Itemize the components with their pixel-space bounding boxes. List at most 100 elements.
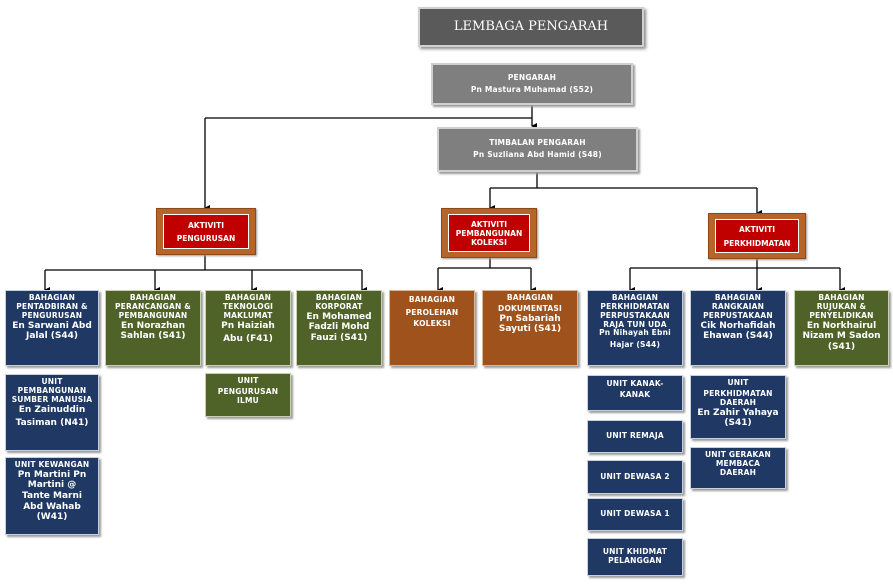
- person-name: Pn Haiziah: [221, 320, 275, 331]
- person-grade: (W41): [36, 512, 68, 523]
- person-grade: Jalal (S44): [25, 331, 79, 342]
- person-name: En Zainuddin: [18, 404, 86, 415]
- bahagian-name: RUJUKAN &: [816, 301, 867, 311]
- person-grade: Sahlan (S41): [120, 331, 186, 342]
- unit-perkhidmatan-daerah-box: UNIT PERKHIDMATAN DAERAH En Zahir Yahaya…: [690, 375, 786, 439]
- bahagian-rujukan-box: BAHAGIAN RUJUKAN & PENYELIDIKAN En Norkh…: [794, 290, 889, 366]
- aktiviti-pengurusan-box: AKTIVITI PENGURUSAN: [156, 208, 256, 255]
- bahagian-perkhidmatan-box: BAHAGIAN PERKHIDMATAN PERPUSTAKAAN RAJA …: [587, 290, 683, 366]
- aktiviti-name: PEMBANGUNAN: [455, 228, 523, 238]
- person-name-2: Nizam M Sadon: [802, 331, 881, 342]
- unit-name: PEMBANGUNAN: [17, 385, 87, 395]
- unit-name: UNIT DEWASA 1: [600, 509, 670, 519]
- unit-pengurusan-ilmu-box: UNIT PENGURUSAN ILMU: [205, 373, 291, 417]
- bahagian-rangkaian-box: BAHAGIAN RANGKAIAN PERPUSTAKAAN Cik Norh…: [690, 290, 786, 366]
- person-grade: Fauzi (S41): [310, 332, 368, 343]
- lembaga-pengarah-label: LEMBAGA PENGARAH: [453, 19, 609, 35]
- person-name: En Mohamed: [306, 311, 372, 322]
- person-name: Pn Martini Pn: [17, 469, 87, 480]
- pengarah-name: Pn Mastura Muhamad (S52): [470, 84, 594, 94]
- bahagian-name-2: PENGURUSAN: [21, 310, 83, 320]
- person-name: En Zahir Yahaya: [697, 407, 779, 418]
- aktiviti-name-2: KOLEKSI: [471, 237, 507, 247]
- bahagian-dokumentasi-box: BAHAGIAN DOKUMENTASI Pn Sabariah Sayuti …: [482, 290, 578, 366]
- bahagian-name-2: PEMBANGUNAN: [118, 310, 188, 320]
- person-name: Pn Nihayah Ebni: [599, 328, 671, 338]
- unit-name-2: MEMBACA: [715, 458, 761, 468]
- person-grade: Tasiman (N41): [15, 418, 89, 429]
- aktiviti-pembangunan-box: AKTIVITI PEMBANGUNAN KOLEKSI: [441, 208, 537, 258]
- unit-name-2: KANAK: [619, 389, 651, 399]
- unit-name: UNIT GERAKAN: [704, 450, 772, 459]
- person-name-3: Tante Marni: [22, 491, 82, 502]
- timbalan-title: TIMBALAN PENGARAH: [489, 138, 586, 148]
- aktiviti-perkhidmatan-inner: AKTIVITI PERKHIDMATAN: [715, 219, 799, 253]
- bahagian-label: BAHAGIAN: [506, 293, 554, 302]
- unit-remaja-box: UNIT REMAJA: [587, 420, 683, 453]
- aktiviti-perkhidmatan-box: AKTIVITI PERKHIDMATAN: [708, 213, 806, 259]
- unit-name: UNIT REMAJA: [606, 431, 664, 441]
- unit-name-2: DAERAH: [719, 397, 757, 407]
- lembaga-pengarah-box: LEMBAGA PENGARAH: [418, 7, 644, 47]
- bahagian-name-2: PERPUSTAKAAN: [600, 310, 670, 320]
- person-grade: (S41): [724, 418, 752, 429]
- unit-name: PENGURUSAN: [217, 386, 279, 396]
- bahagian-label: BAHAGIAN: [224, 293, 272, 302]
- person-grade: (S41): [827, 341, 856, 352]
- bahagian-name: DOKUMENTASI: [498, 303, 562, 313]
- aktiviti-label: AKTIVITI: [470, 219, 508, 229]
- bahagian-label: BAHAGIAN: [28, 293, 76, 302]
- bahagian-name-3: RAJA TUN UDA: [603, 319, 667, 329]
- bahagian-korporat-box: BAHAGIAN KORPORAT En Mohamed Fadzli Mohd…: [296, 290, 382, 366]
- bahagian-name: RANGKAIAN: [711, 301, 765, 311]
- person-grade: Ehawan (S44): [703, 331, 773, 342]
- person-name: Cik Norhafidah: [700, 320, 776, 331]
- unit-label: UNIT: [41, 377, 63, 386]
- unit-name: UNIT KHIDMAT: [602, 547, 668, 557]
- unit-khidmat-pelanggan-box: UNIT KHIDMAT PELANGGAN: [587, 538, 683, 576]
- unit-name-2: SUMBER MANUSIA: [11, 394, 93, 404]
- aktiviti-label: AKTIVITI: [187, 220, 225, 230]
- bahagian-pentadbiran-box: BAHAGIAN PENTADBIRAN & PENGURUSAN En Sar…: [5, 290, 99, 366]
- bahagian-label: BAHAGIAN: [818, 293, 865, 302]
- person-name: Pn Sabariah: [499, 313, 561, 324]
- bahagian-name: PERKHIDMATAN: [600, 301, 670, 311]
- bahagian-name: PENTADBIRAN &: [16, 301, 88, 311]
- unit-kewangan-box: UNIT KEWANGAN Pn Martini Pn Martini @ Ta…: [5, 457, 99, 535]
- bahagian-label: BAHAGIAN: [129, 293, 177, 302]
- unit-label: UNIT: [237, 376, 259, 385]
- pengarah-box: PENGARAH Pn Mastura Muhamad (S52): [431, 63, 633, 105]
- bahagian-label: BAHAGIAN: [611, 293, 659, 302]
- bahagian-perolehan-box: BAHAGIAN PEROLEHAN KOLEKSI: [389, 290, 475, 366]
- unit-name: PERKHIDMATAN: [703, 388, 773, 398]
- person-grade: Sayuti (S41): [498, 324, 562, 335]
- unit-name: UNIT KEWANGAN: [14, 460, 90, 469]
- unit-pembangunan-sm-box: UNIT PEMBANGUNAN SUMBER MANUSIA En Zainu…: [5, 374, 99, 451]
- bahagian-name: PEROLEHAN: [405, 307, 459, 317]
- aktiviti-pengurusan-inner: AKTIVITI PENGURUSAN: [163, 214, 249, 249]
- bahagian-perancangan-box: BAHAGIAN PERANCANGAN & PEMBANGUNAN En No…: [105, 290, 201, 366]
- unit-dewasa-1-box: UNIT DEWASA 1: [587, 498, 683, 531]
- person-name-4: Abd Wahab: [23, 501, 81, 512]
- bahagian-name-2: PERPUSTAKAAN: [703, 310, 773, 320]
- bahagian-name-2: PENYELIDIKAN: [809, 310, 874, 320]
- timbalan-name: Pn Suzliana Abd Hamid (S48): [473, 150, 602, 159]
- person-grade: Hajar (S44): [609, 340, 661, 350]
- bahagian-name-2: MAKLUMAT: [223, 310, 273, 320]
- unit-name-2: PELANGGAN: [608, 556, 662, 565]
- unit-name-2: ILMU: [237, 395, 259, 405]
- bahagian-label: BAHAGIAN: [315, 293, 363, 302]
- person-name: En Sarwani Abd: [12, 320, 92, 331]
- unit-gerakan-membaca-box: UNIT GERAKAN MEMBACA DAERAH: [690, 447, 786, 489]
- unit-dewasa-2-box: UNIT DEWASA 2: [587, 460, 683, 494]
- unit-name: UNIT DEWASA 2: [600, 471, 670, 481]
- person-name-2: Martini @: [27, 480, 77, 491]
- bahagian-label: BAHAGIAN: [714, 293, 762, 302]
- bahagian-name: KORPORAT: [315, 301, 363, 311]
- timbalan-pengarah-box: TIMBALAN PENGARAH Pn Suzliana Abd Hamid …: [437, 127, 638, 172]
- aktiviti-label: AKTIVITI: [738, 224, 776, 234]
- unit-label: UNIT: [727, 378, 749, 387]
- person-grade: Abu (F41): [223, 334, 273, 345]
- person-name: En Norazhan: [120, 320, 186, 331]
